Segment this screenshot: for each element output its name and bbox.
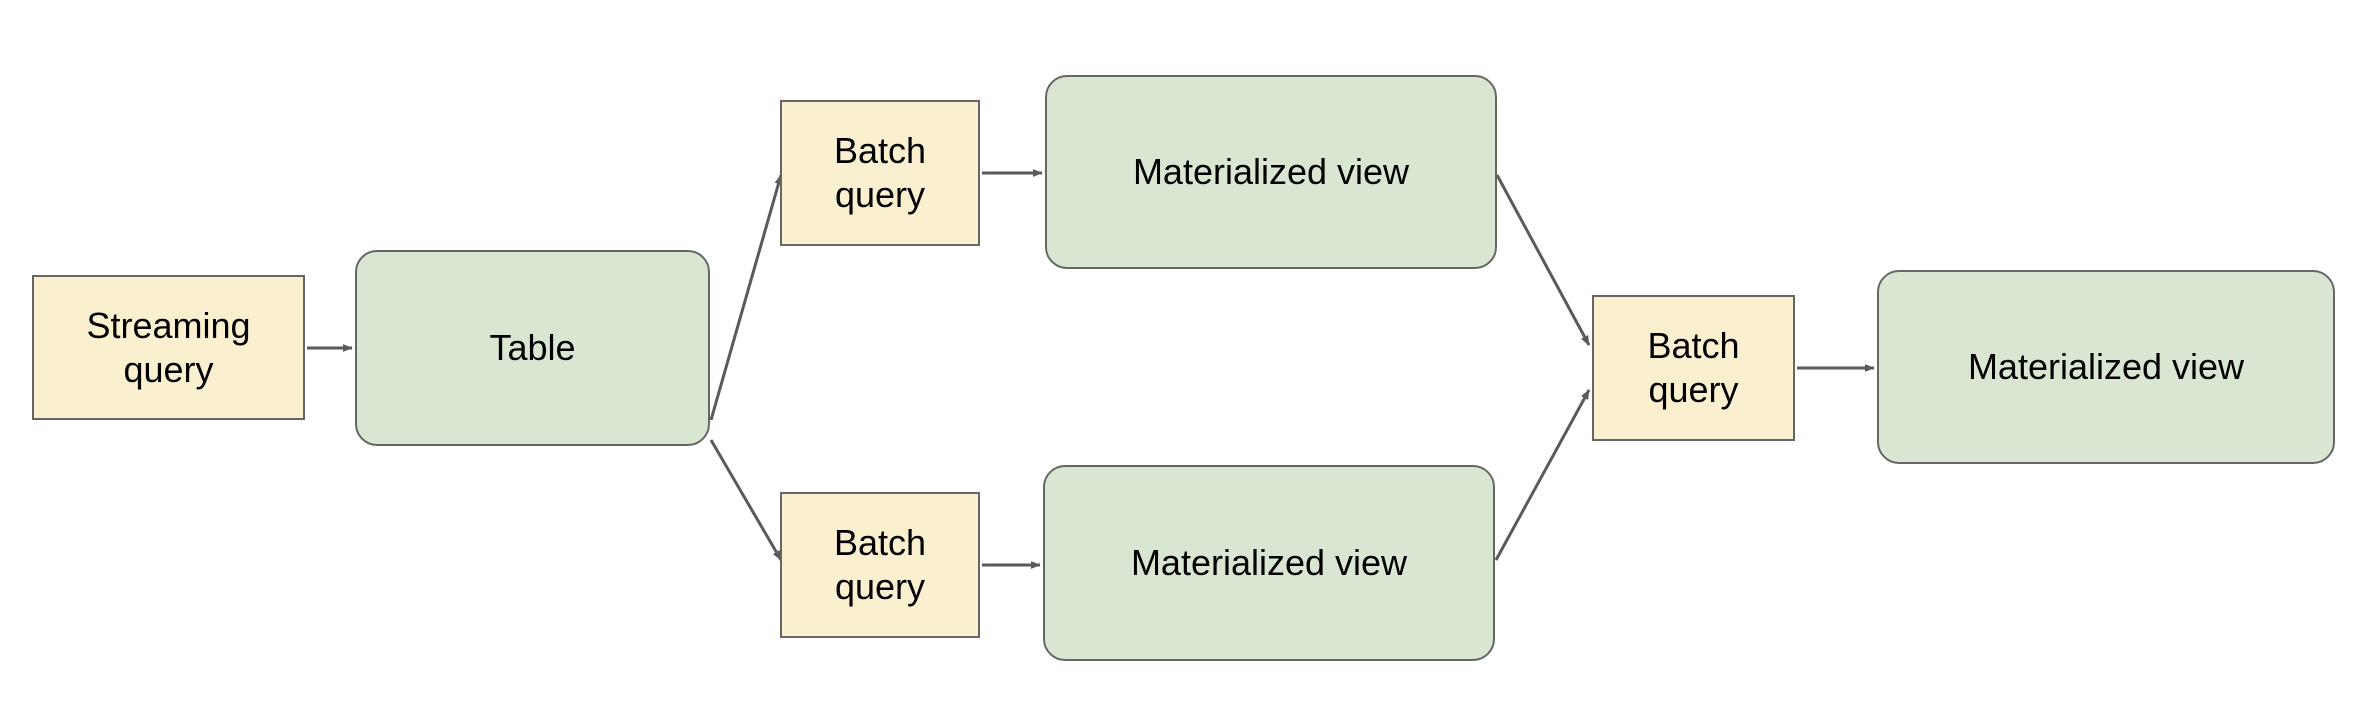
node-streaming-query-label: Streaming query xyxy=(86,304,251,390)
node-table[interactable]: Table xyxy=(355,250,710,446)
connector-materialized-view-top-to-batch-query-center xyxy=(1495,174,1591,346)
node-materialized-view-right-label: Materialized view xyxy=(1967,346,2245,388)
connector-table-to-batch-query-bottom xyxy=(709,439,783,561)
node-batch-query-bottom[interactable]: Batch query xyxy=(780,492,980,638)
node-table-label: Table xyxy=(489,327,576,369)
node-materialized-view-top[interactable]: Materialized view xyxy=(1045,75,1497,269)
node-streaming-query[interactable]: Streaming query xyxy=(32,275,305,420)
node-materialized-view-bottom-label: Materialized view xyxy=(1130,542,1408,584)
connector-materialized-view-bottom-to-batch-query-center xyxy=(1494,389,1591,561)
node-batch-query-center-label: Batch query xyxy=(1647,325,1740,410)
node-materialized-view-right[interactable]: Materialized view xyxy=(1877,270,2335,464)
connector-table-to-batch-query-top xyxy=(709,174,783,421)
node-batch-query-top-label: Batch query xyxy=(833,130,927,215)
node-batch-query-top[interactable]: Batch query xyxy=(780,100,980,246)
node-batch-query-center[interactable]: Batch query xyxy=(1592,295,1795,441)
node-materialized-view-top-label: Materialized view xyxy=(1132,151,1410,193)
node-batch-query-bottom-label: Batch query xyxy=(833,522,927,607)
node-materialized-view-bottom[interactable]: Materialized view xyxy=(1043,465,1495,661)
